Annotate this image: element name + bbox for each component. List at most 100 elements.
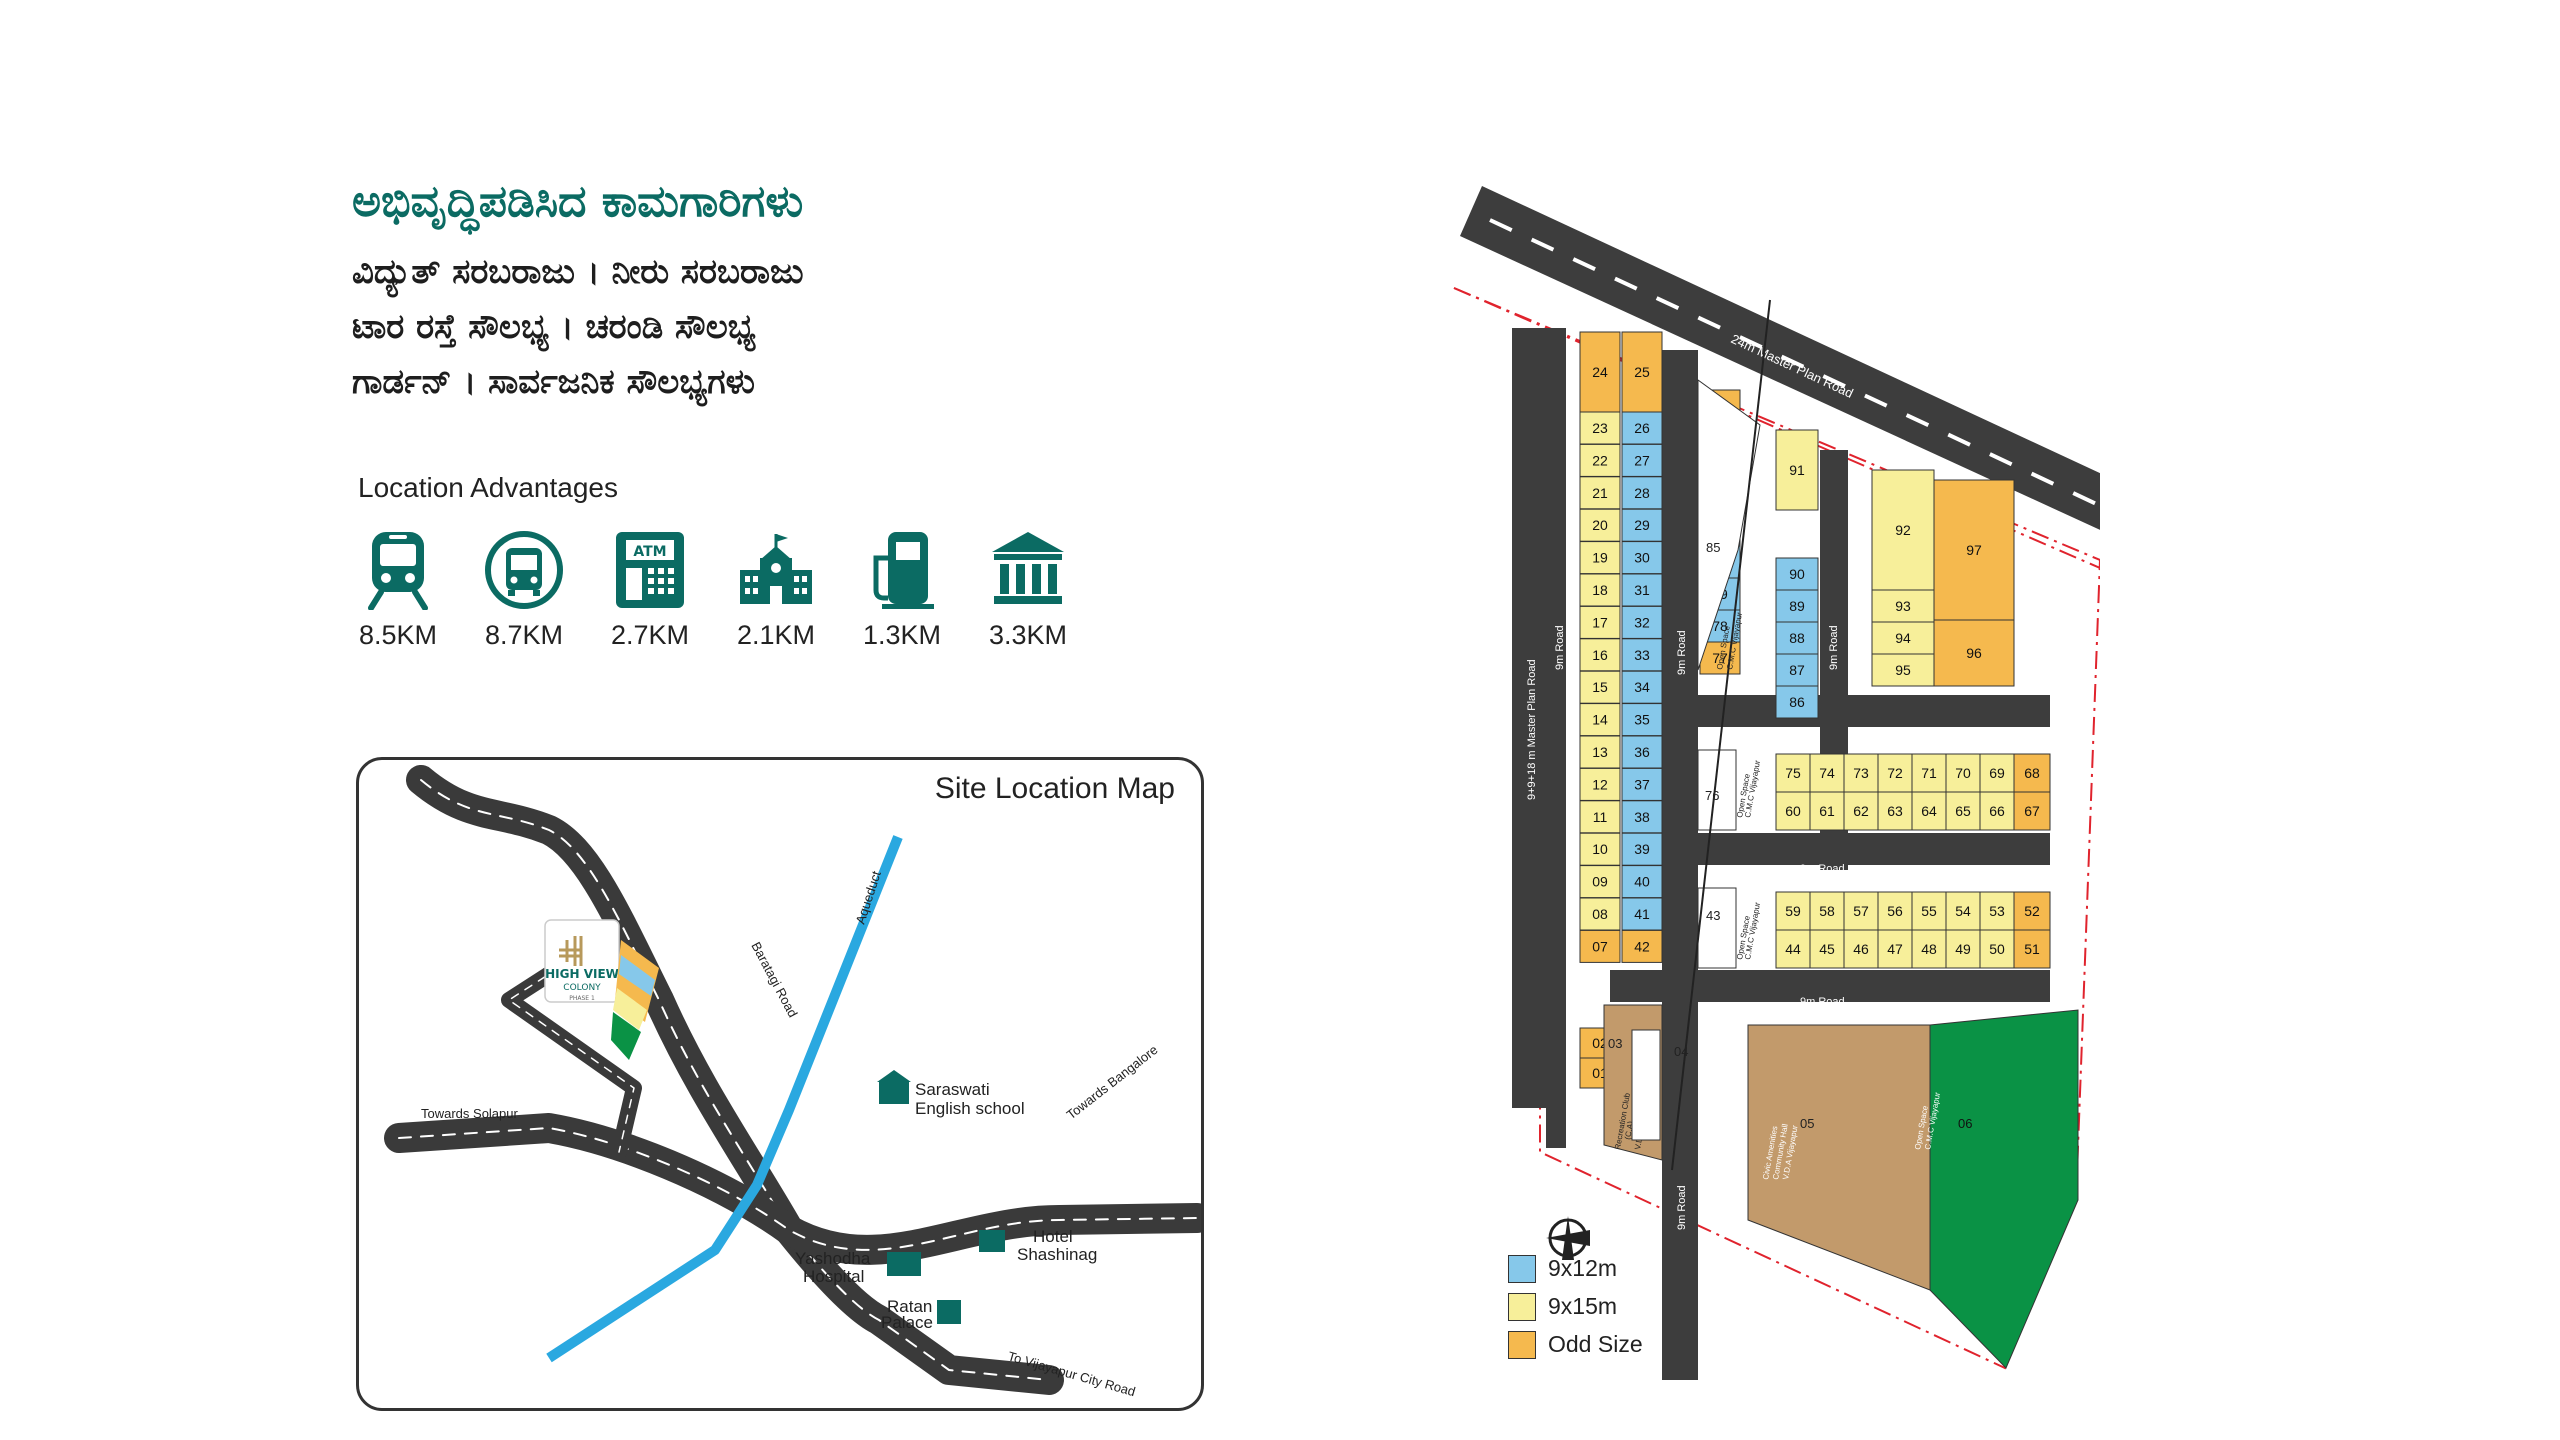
- plot-number: 94: [1895, 630, 1911, 646]
- facilities-line-1: ವಿದ್ಯುತ್ ಸರಬರಾಜು । ನೀರು ಸರಬರಾಜು: [352, 252, 804, 292]
- plot-91: [1775, 429, 1819, 511]
- plot-number: 92: [1895, 522, 1911, 538]
- plot-61: [1809, 791, 1845, 831]
- plot-number: 63: [1887, 803, 1903, 819]
- plot-93: [1871, 589, 1935, 623]
- plot-07: [1579, 929, 1621, 963]
- plot-number: 66: [1989, 803, 2005, 819]
- hospital-icon: [887, 1252, 921, 1276]
- plot-26: [1621, 411, 1663, 445]
- plot-number: 61: [1819, 803, 1835, 819]
- plot-number: 71: [1921, 765, 1937, 781]
- colony-logo-phase: PHASE 1: [569, 995, 595, 1002]
- plot-number: 49: [1955, 941, 1971, 957]
- plot-number: 41: [1634, 906, 1650, 922]
- plot-number: 96: [1966, 645, 1982, 661]
- plot-31: [1621, 573, 1663, 607]
- plot-95: [1871, 653, 1935, 687]
- plot-number: 86: [1789, 694, 1805, 710]
- plot-number: 28: [1634, 485, 1650, 501]
- plot-number: 30: [1634, 550, 1650, 566]
- atm-icon: ATM: [616, 532, 684, 608]
- plot-58: [1809, 891, 1845, 931]
- plot-number: 58: [1819, 903, 1835, 919]
- plot-number: 38: [1634, 809, 1650, 825]
- label-saraswati-1: Saraswati: [915, 1080, 990, 1099]
- plot-50: [1979, 929, 2015, 969]
- plot-number: 24: [1592, 364, 1608, 380]
- plot-45: [1809, 929, 1845, 969]
- distance-bus: 8.7KM: [484, 620, 564, 650]
- road-9m-h1: [1698, 695, 2050, 727]
- plot-97: [1933, 479, 2015, 621]
- plot-33: [1621, 638, 1663, 672]
- plot-number: 53: [1989, 903, 2005, 919]
- plot-number: 44: [1785, 941, 1801, 957]
- plot-20: [1579, 508, 1621, 542]
- plot-number: 67: [2024, 803, 2040, 819]
- plot-92: [1871, 469, 1935, 591]
- plot-number: 25: [1634, 364, 1650, 380]
- plot-number: 39: [1634, 841, 1650, 857]
- plot-number: 59: [1785, 903, 1801, 919]
- plot-number: 36: [1634, 744, 1650, 760]
- solapur-bangalore-road: [384, 1113, 1201, 1265]
- plot-41: [1621, 897, 1663, 931]
- plot-38: [1621, 800, 1663, 834]
- legend-label-odd: Odd Size: [1548, 1331, 1643, 1357]
- plot-46: [1843, 929, 1879, 969]
- plot-69: [1979, 753, 2015, 793]
- plot-number: 46: [1853, 941, 1869, 957]
- svg-text:ATM: ATM: [633, 544, 666, 560]
- plot-number: 32: [1634, 614, 1650, 630]
- plot-08: [1579, 897, 1621, 931]
- label-solapur: Towards Solapur: [421, 1106, 518, 1121]
- plot-number: 47: [1887, 941, 1903, 957]
- plot-number: 74: [1819, 765, 1835, 781]
- open-space-04: [1631, 1029, 1661, 1141]
- bank-icon: [992, 532, 1064, 604]
- plot-59: [1775, 891, 1811, 931]
- colony-logo-sub: COLONY: [563, 983, 601, 993]
- road-9m-col1: [1546, 328, 1566, 1148]
- label-bangalore: Towards Bangalore: [1064, 1042, 1161, 1122]
- plot-25: [1621, 331, 1663, 413]
- plot-40: [1621, 865, 1663, 899]
- plot-number: 55: [1921, 903, 1937, 919]
- plot-76-label: 76: [1705, 788, 1719, 803]
- plot-number: 64: [1921, 803, 1937, 819]
- plot-number: 52: [2024, 903, 2040, 919]
- plot-72: [1877, 753, 1913, 793]
- plot-number: 88: [1789, 630, 1805, 646]
- plot-85-label: 85: [1706, 540, 1720, 555]
- colony-mini-plots: [611, 940, 659, 1060]
- colony-logo-name: HIGH VIEW: [545, 967, 619, 981]
- north-compass-icon: [1546, 1216, 1590, 1260]
- distance-fuel: 1.3KM: [862, 620, 942, 650]
- plot-number: 09: [1592, 874, 1608, 890]
- plot-number: 16: [1592, 647, 1608, 663]
- plot-88: [1775, 621, 1819, 655]
- plot-number: 75: [1785, 765, 1801, 781]
- plot-34: [1621, 670, 1663, 704]
- plot-87: [1775, 653, 1819, 687]
- label-ratan-2: Palace: [881, 1313, 933, 1332]
- label-hotel-2: Shashinag: [1017, 1245, 1097, 1264]
- distance-train: 8.5KM: [358, 620, 438, 650]
- label-9m-7: 9m Road: [1676, 1185, 1688, 1230]
- road-9m-h2: [1698, 833, 2050, 865]
- road-9m-col2: [1662, 350, 1698, 1380]
- plot-number: 42: [1634, 938, 1650, 954]
- plot-number: 77: [1712, 650, 1728, 666]
- site-map-canvas: HIGH VIEW COLONY PHASE 1 Aqueduct Barata…: [384, 765, 1201, 1399]
- plot-43-label: 43: [1706, 908, 1720, 923]
- plot-10: [1579, 832, 1621, 866]
- label-yashodha-1: Yashodha: [795, 1249, 871, 1268]
- plot-75: [1775, 753, 1811, 793]
- plot-number: 10: [1592, 841, 1608, 857]
- plot-17: [1579, 605, 1621, 639]
- plot-number: 13: [1592, 744, 1608, 760]
- label-9m-4: 9m Road: [1740, 729, 1785, 741]
- plot-19: [1579, 541, 1621, 575]
- location-advantages-title: Location Advantages: [358, 472, 618, 503]
